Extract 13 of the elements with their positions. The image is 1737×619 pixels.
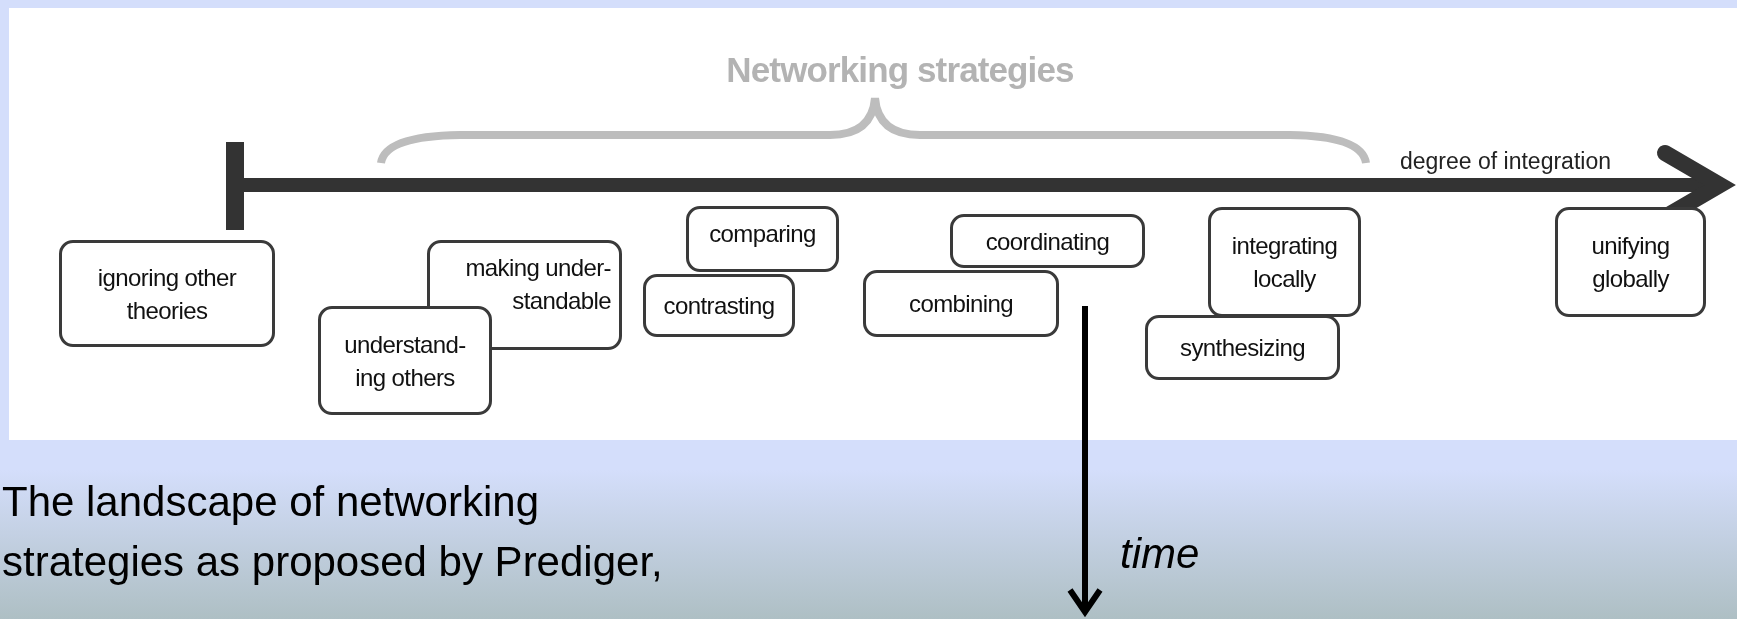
strategy-box: contrasting — [643, 274, 795, 337]
brace-label: Networking strategies — [725, 50, 1075, 90]
strategy-box: synthesizing — [1145, 315, 1340, 380]
caption: The landscape of networking strategies as proposed by Prediger, — [2, 477, 664, 587]
strategy-box: integrating locally — [1208, 207, 1361, 317]
strategy-box: combining — [863, 270, 1059, 337]
strategy-box: understand- ing others — [318, 306, 492, 415]
axis-label: time — [1120, 530, 1200, 578]
strategy-box: unifying globally — [1555, 207, 1706, 317]
axis-label: degree of integration — [1400, 148, 1611, 174]
strategy-box: comparing — [686, 206, 839, 272]
strategy-box: ignoring other theories — [59, 240, 275, 347]
strategy-box: coordinating — [950, 214, 1145, 268]
